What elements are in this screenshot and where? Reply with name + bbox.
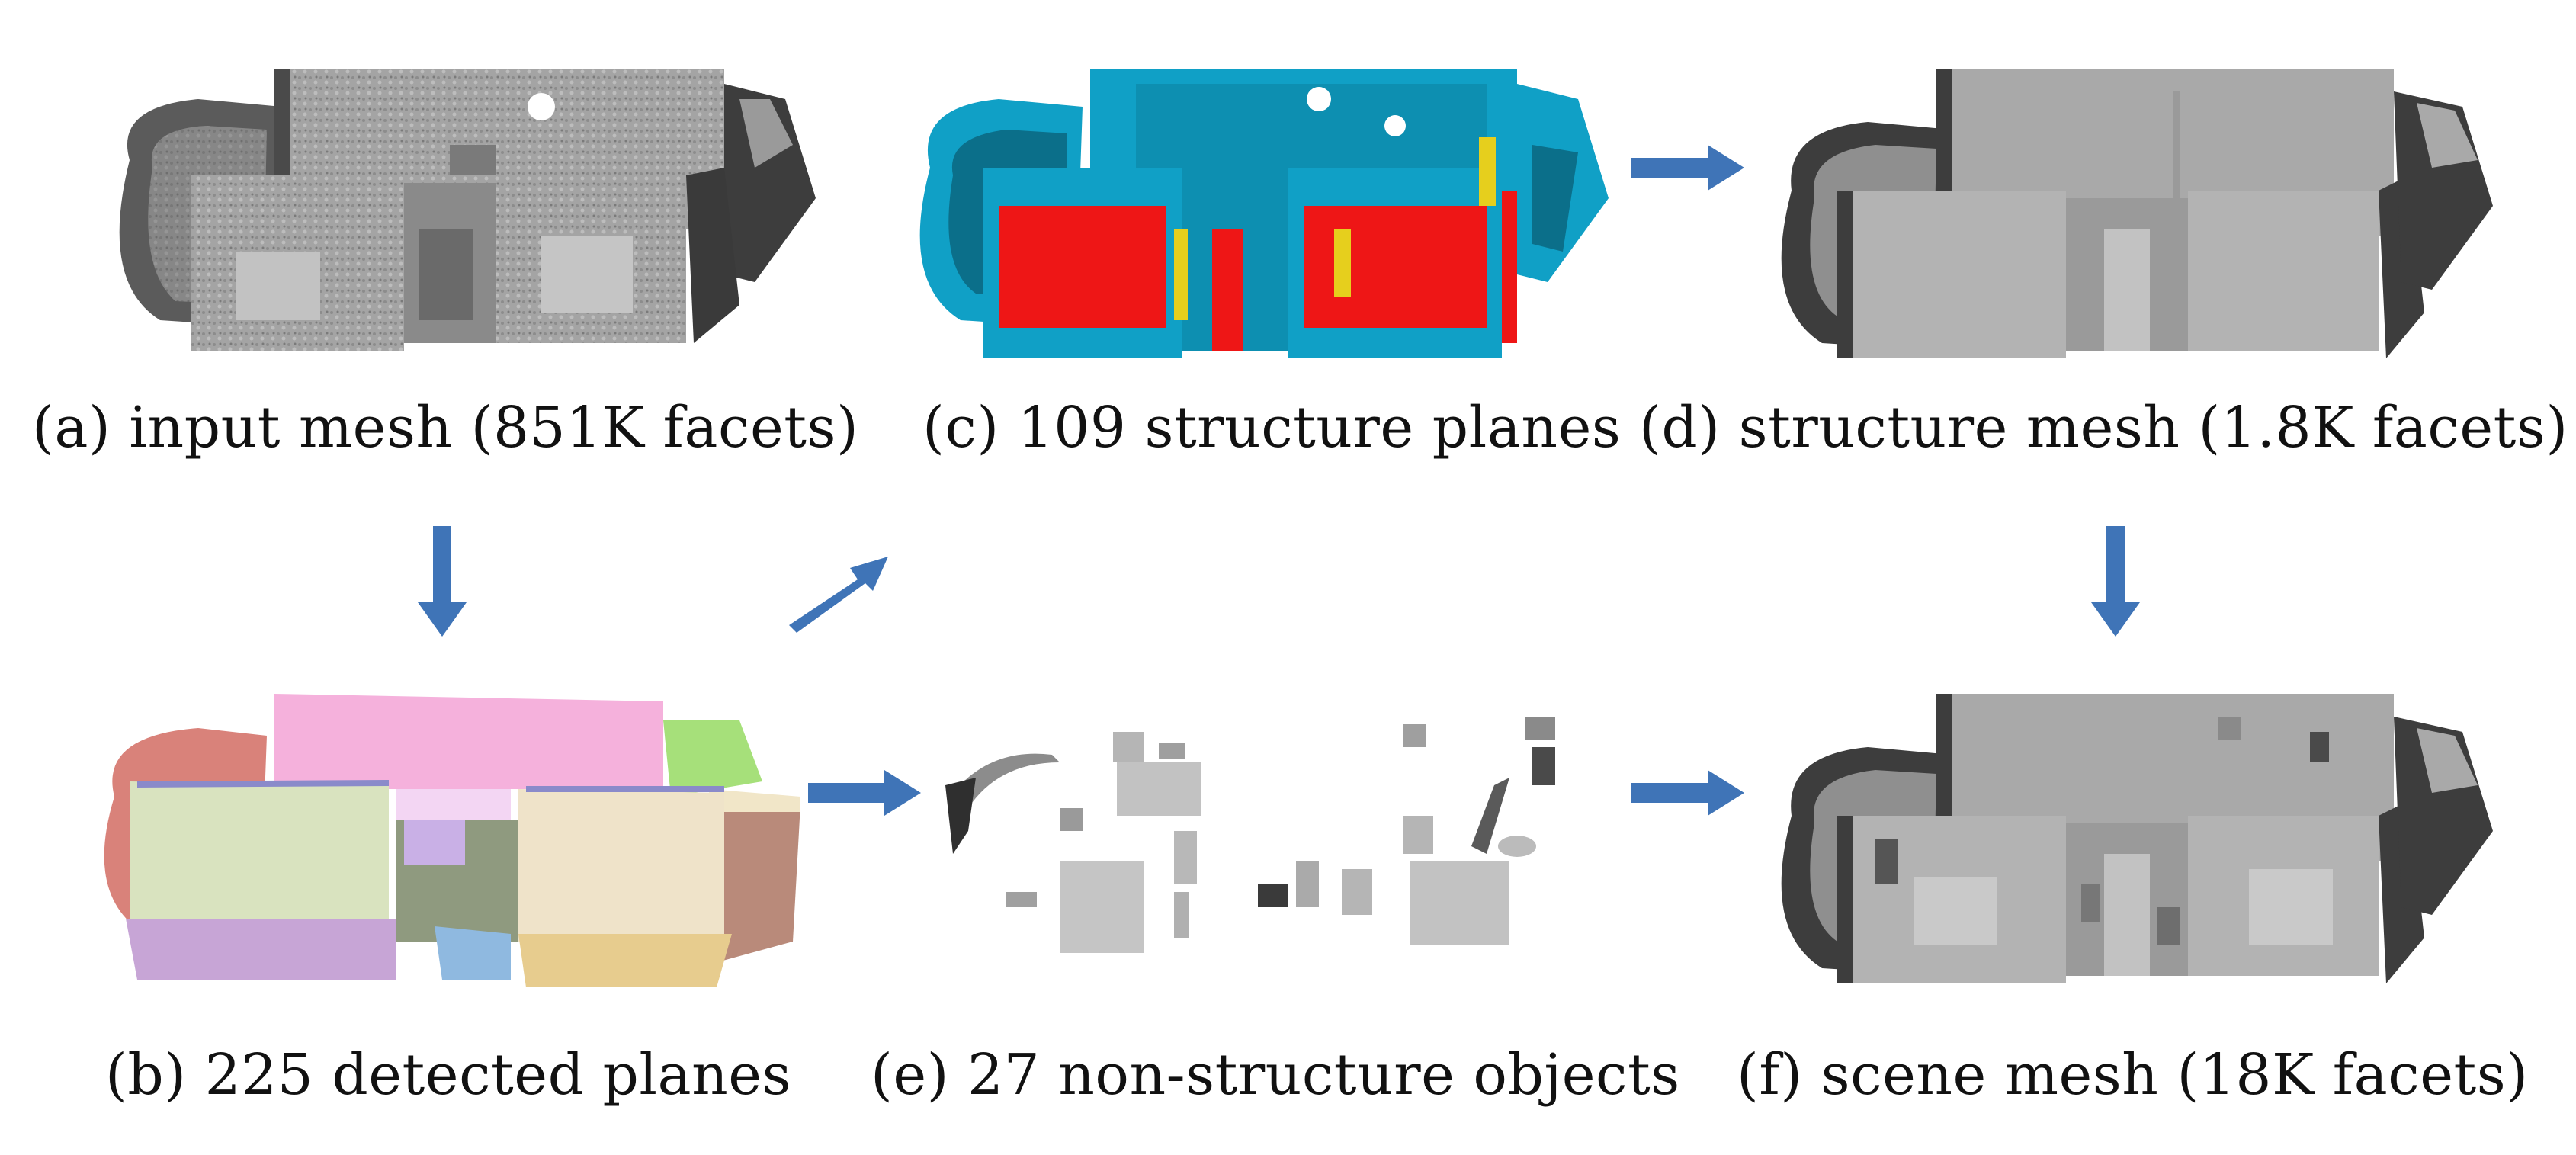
arrow-right-b-to-e xyxy=(808,770,921,816)
caption-e: (e) 27 non-structure objects xyxy=(871,1042,1680,1108)
caption-d: (d) structure mesh (1.8K facets) xyxy=(1639,395,2568,460)
panel-c-structure-planes-render xyxy=(892,53,1616,374)
panel-a-input-mesh-render xyxy=(84,53,823,374)
panel-b-detected-planes-render xyxy=(84,690,823,995)
caption-a: (a) input mesh (851K facets) xyxy=(32,395,859,460)
panel-e-objects-render xyxy=(930,701,1631,961)
arrow-diagonal-b-to-c xyxy=(789,557,888,633)
arrow-down-d-to-f xyxy=(2091,526,2140,637)
caption-b: (b) 225 detected planes xyxy=(105,1042,792,1108)
caption-f: (f) scene mesh (18K facets) xyxy=(1737,1042,2529,1108)
panel-d-structure-mesh-render xyxy=(1761,61,2508,374)
arrow-right-c-to-d xyxy=(1631,145,1744,191)
caption-c: (c) 109 structure planes xyxy=(922,395,1622,460)
arrow-right-e-to-f xyxy=(1631,770,1744,816)
arrow-down-a-to-b xyxy=(418,526,467,637)
panel-f-scene-mesh-render xyxy=(1761,686,2508,991)
